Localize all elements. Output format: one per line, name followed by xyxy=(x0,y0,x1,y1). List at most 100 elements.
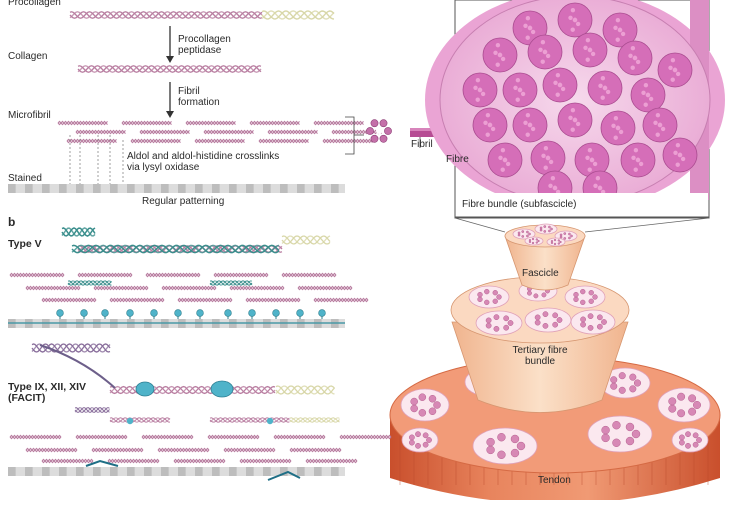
inner-bundle xyxy=(541,292,547,298)
fibril-dot xyxy=(523,120,528,125)
stain-band xyxy=(127,184,135,193)
fascicle-cross-sections xyxy=(512,223,578,247)
inner-bundle xyxy=(553,238,557,242)
inner-bundle xyxy=(497,433,506,442)
procollagen-helix xyxy=(69,11,263,19)
fibril-dot xyxy=(543,146,549,151)
fibril-dot xyxy=(670,77,675,82)
fascicle-subbundle xyxy=(546,237,566,247)
molecule-segment xyxy=(161,285,217,291)
facit-marker xyxy=(85,459,119,467)
fibril-dot xyxy=(653,120,658,125)
inner-bundle xyxy=(415,442,421,449)
fibril-dot xyxy=(530,126,536,132)
inner-bundle xyxy=(580,299,586,306)
molecule-segment xyxy=(305,458,358,464)
panel-b-letter: b xyxy=(8,215,16,229)
fibril-dot xyxy=(525,132,530,137)
inner-bundle xyxy=(601,319,607,325)
fibril-dot xyxy=(500,56,506,62)
fibril-dot xyxy=(600,95,605,100)
facit-marker xyxy=(267,470,301,481)
inner-bundle xyxy=(539,226,543,230)
molecule-segment xyxy=(185,120,236,126)
inner-bundle xyxy=(573,296,579,303)
type-v-teal-helix xyxy=(71,244,280,254)
facit-arm xyxy=(39,344,116,389)
type-v-node xyxy=(174,309,182,317)
molecule-segment xyxy=(141,434,194,440)
microfibril-subunit xyxy=(379,119,388,128)
fibril-dot xyxy=(540,59,545,64)
fibril-dot xyxy=(483,120,488,125)
fibre-bundle-panel xyxy=(425,0,725,219)
tertiary-fascicle xyxy=(468,285,510,309)
inner-bundle xyxy=(631,429,641,439)
inner-bundle xyxy=(486,437,495,447)
inner-bundle xyxy=(422,441,429,448)
fibril-dot xyxy=(495,62,500,67)
stain-band xyxy=(144,467,152,476)
stain-band xyxy=(42,184,50,193)
inner-bundle xyxy=(548,229,551,233)
fascicle-subbundle xyxy=(512,228,536,240)
inner-bundle xyxy=(679,439,685,446)
stain-band xyxy=(229,467,237,476)
fibril-dot xyxy=(602,85,608,91)
stain-band xyxy=(297,184,305,193)
tertiary-fascicle xyxy=(564,285,606,309)
fibril-dot xyxy=(641,90,646,95)
molecule-segment xyxy=(173,458,226,464)
stain-band xyxy=(280,184,288,193)
facit-nc-domain xyxy=(135,381,155,397)
fibril-dot xyxy=(493,50,498,55)
molecule-segment xyxy=(57,120,108,126)
inner-bundle xyxy=(568,236,571,240)
fibril-dot xyxy=(615,37,620,42)
inner-bundle xyxy=(668,397,677,406)
inner-bundle xyxy=(559,240,562,244)
fibril-dot xyxy=(480,91,486,97)
stain-band xyxy=(246,184,254,193)
inner-bundle xyxy=(580,316,586,323)
inner-bundle xyxy=(677,409,686,418)
fibril-dot xyxy=(477,87,483,93)
molecule-segment xyxy=(322,138,373,144)
stain-band xyxy=(76,467,84,476)
fibril-dot xyxy=(570,108,576,113)
stain-band xyxy=(161,467,169,476)
inner-bundle xyxy=(677,392,686,401)
fibril-dot xyxy=(575,21,581,27)
inner-bundle xyxy=(543,225,547,228)
fibril-dot xyxy=(527,25,533,31)
inner-bundle xyxy=(503,324,510,331)
molecule-segment xyxy=(177,297,233,303)
inner-bundle xyxy=(563,232,567,235)
stain-band xyxy=(195,467,203,476)
fibril-label: Fibril xyxy=(411,139,433,150)
fibril-dot xyxy=(655,113,661,118)
stain-band xyxy=(331,467,339,476)
inner-bundle xyxy=(410,404,418,413)
inner-bundle xyxy=(696,437,702,443)
fibril-dot xyxy=(542,49,548,55)
microfibril-core xyxy=(376,128,382,134)
molecule-segment xyxy=(145,272,201,278)
fibril-dot xyxy=(568,115,573,120)
fibril-dot xyxy=(475,97,480,102)
fibril-dot xyxy=(541,153,546,158)
stain-band xyxy=(263,467,271,476)
fibril-dot xyxy=(515,97,520,102)
stain-band xyxy=(178,467,186,476)
molecule-segment xyxy=(289,447,342,453)
molecule-segment xyxy=(75,434,128,440)
tertiary-fascicle xyxy=(570,309,616,335)
stain-band xyxy=(8,184,16,193)
fascicle-label: Fascicle xyxy=(522,268,559,279)
stain-band xyxy=(110,184,118,193)
fibril-dot xyxy=(597,185,603,191)
fibril-dot xyxy=(570,127,575,132)
fibre-label: Fibre xyxy=(446,154,469,165)
facit-helix xyxy=(109,385,276,395)
fibril-dot xyxy=(633,167,638,172)
